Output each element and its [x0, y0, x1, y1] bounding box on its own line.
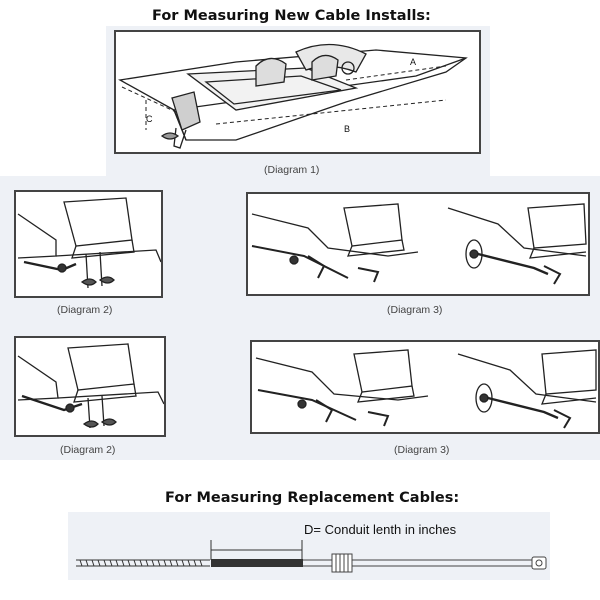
boat-illustration: A B C	[118, 43, 468, 149]
diagram2-top-caption: (Diagram 2)	[57, 304, 113, 316]
replacement-heading: For Measuring Replacement Cables:	[165, 490, 460, 506]
diagram3-bottom-panel	[250, 340, 600, 434]
conduit	[211, 559, 303, 567]
cable-routing-alt-illustration	[255, 349, 597, 429]
new-installs-heading: For Measuring New Cable Installs:	[152, 8, 431, 24]
conduit-length-label: D= Conduit lenth in inches	[304, 522, 457, 537]
dimension-b-label: B	[344, 124, 350, 134]
outboard-motor-illustration	[17, 197, 161, 289]
diagram1-panel: A B C	[114, 30, 481, 154]
replacement-cable-illustration	[76, 540, 547, 573]
cable-routing-illustration	[251, 203, 587, 285]
diagram3-top-caption: (Diagram 3)	[387, 304, 443, 316]
dimension-a-label: A	[410, 57, 416, 67]
diagram2-top-panel	[14, 190, 163, 298]
diagram3-top-panel	[246, 192, 590, 296]
dimension-c-label: C	[146, 114, 153, 124]
diagram1-caption: (Diagram 1)	[264, 164, 320, 176]
diagram2-bottom-panel	[14, 336, 166, 437]
diagram3-bottom-caption: (Diagram 3)	[394, 444, 450, 456]
diagram2-bottom-caption: (Diagram 2)	[60, 444, 116, 456]
background-band-cable	[68, 512, 550, 580]
outboard-motor-alt-illustration	[17, 343, 164, 429]
